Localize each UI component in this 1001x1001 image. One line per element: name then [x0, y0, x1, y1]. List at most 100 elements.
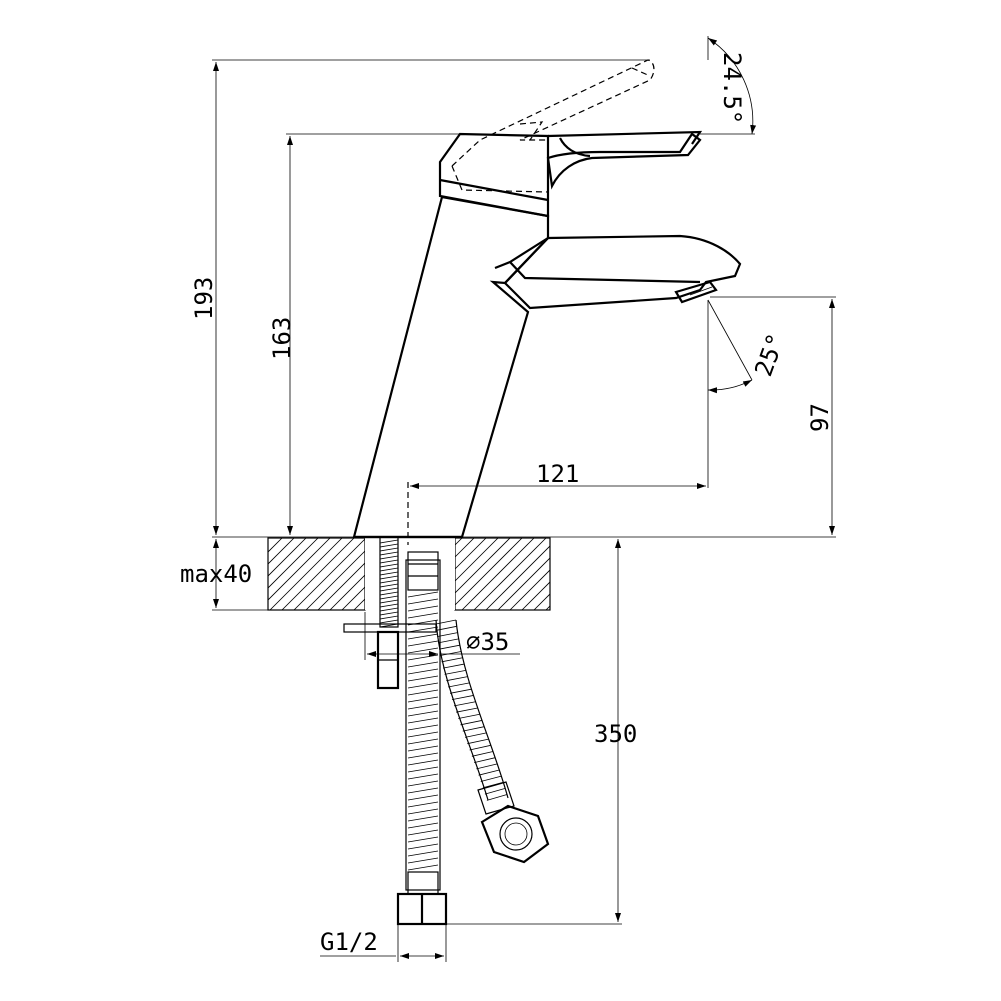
- drawing-stroke: [449, 688, 472, 694]
- drawing-stroke: [407, 787, 439, 794]
- drawing-stroke: [437, 638, 459, 644]
- drawing-stroke: [584, 530, 674, 620]
- drawing-stroke: [407, 647, 439, 654]
- label-spout-clearance: 97: [806, 403, 834, 432]
- drawing-stroke: [379, 599, 399, 604]
- drawing-stroke: [480, 775, 502, 782]
- drawing-stroke: [268, 538, 307, 577]
- drawing-stroke: [435, 619, 457, 625]
- drawing-stroke: [485, 545, 550, 610]
- drawing-stroke: [379, 619, 399, 624]
- drawing-stroke: [448, 682, 470, 688]
- drawing-stroke: [407, 745, 439, 752]
- label-hose-length: 350: [594, 720, 637, 748]
- drawing-stroke: [379, 603, 399, 608]
- drawing-stroke: [476, 763, 498, 770]
- drawing-stroke: [620, 530, 710, 620]
- drawing-stroke: [379, 567, 399, 572]
- drawing-stroke: [379, 611, 399, 616]
- label-total-height: 193: [190, 277, 218, 320]
- dimension-lines: [212, 36, 836, 962]
- drawing-stroke: [407, 752, 439, 759]
- drawing-stroke: [379, 559, 399, 564]
- drawing-stroke: [407, 850, 439, 857]
- drawing-stroke: [478, 769, 500, 776]
- drawing-stroke: [474, 757, 496, 763]
- drawing-stroke: [379, 579, 399, 584]
- drawing-stroke: [407, 857, 439, 864]
- drawing-stroke: [379, 583, 399, 588]
- drawing-stroke: [407, 689, 439, 696]
- drawing-stroke: [407, 654, 439, 661]
- drawing-stroke: [548, 530, 638, 620]
- drawing-stroke: [469, 744, 491, 751]
- drawing-stroke: [407, 843, 439, 850]
- drawing-stroke: [497, 557, 550, 610]
- drawing-stroke: [486, 794, 508, 801]
- diameter-symbol: ⌀: [466, 628, 480, 656]
- drawing-stroke: [379, 571, 399, 576]
- drawing-stroke: [268, 538, 319, 589]
- diameter-value: 35: [480, 628, 509, 656]
- drawing-stroke: [269, 538, 343, 610]
- drawing-stroke: [473, 538, 547, 610]
- drawing-stroke: [407, 864, 439, 871]
- drawing-stroke: [379, 563, 399, 568]
- drawing-stroke: [440, 651, 462, 656]
- drawing-stroke: [379, 543, 399, 548]
- drawing-stroke: [407, 633, 439, 640]
- drawing-stroke: [407, 710, 439, 717]
- drawing-stroke: [407, 696, 439, 703]
- label-spout-reach: 121: [536, 460, 579, 488]
- drawing-stroke: [458, 713, 480, 719]
- drawing-stroke: [379, 591, 399, 596]
- supply-hoses: [396, 551, 550, 926]
- drawing-stroke: [293, 538, 367, 610]
- drawing-stroke: [407, 829, 439, 836]
- drawing-stroke: [281, 538, 355, 610]
- mounting-hardware: [343, 536, 437, 690]
- drawing-stroke: [437, 632, 458, 637]
- lever-handle: [438, 59, 703, 218]
- drawing-stroke: [460, 720, 483, 726]
- drawing-stroke: [407, 808, 439, 815]
- drawing-stroke: [379, 587, 399, 592]
- drawing-stroke: [456, 707, 478, 713]
- drawing-stroke: [379, 607, 399, 612]
- drawing-stroke: [407, 801, 439, 808]
- drawing-stroke: [560, 530, 650, 620]
- drawing-stroke: [464, 732, 487, 738]
- drawing-stroke: [407, 605, 439, 612]
- drawing-stroke: [509, 569, 550, 610]
- label-max-mount-thickness: max40: [180, 560, 252, 588]
- drawing-stroke: [444, 669, 466, 675]
- drawing-stroke: [407, 591, 439, 598]
- drawing-stroke: [407, 675, 439, 682]
- drawing-stroke: [572, 530, 662, 620]
- drawing-stroke: [462, 726, 485, 732]
- drawing-stroke: [379, 555, 399, 560]
- drawing-stroke: [407, 794, 439, 801]
- drawing-stroke: [441, 657, 463, 663]
- spout: [494, 234, 742, 310]
- drawing-stroke: [407, 626, 439, 633]
- label-mount-hole-diameter: ⌀35: [466, 628, 509, 656]
- drawing-stroke: [379, 547, 399, 552]
- drawing-stroke: [533, 593, 550, 610]
- drawing-stroke: [484, 788, 506, 795]
- drawing-stroke: [442, 663, 465, 669]
- drawing-stroke: [451, 695, 474, 700]
- drawing-stroke: [379, 615, 399, 620]
- drawing-stroke: [268, 538, 331, 601]
- drawing-stroke: [268, 538, 295, 565]
- drawing-stroke: [407, 661, 439, 668]
- drawing-stroke: [453, 701, 476, 707]
- drawing-stroke: [407, 612, 439, 619]
- drawing-stroke: [407, 703, 439, 710]
- drawing-stroke: [446, 676, 468, 682]
- drawing-stroke: [407, 780, 439, 787]
- drawing-stroke: [268, 538, 283, 553]
- drawing-stroke: [379, 575, 399, 580]
- drawing-stroke: [471, 751, 494, 757]
